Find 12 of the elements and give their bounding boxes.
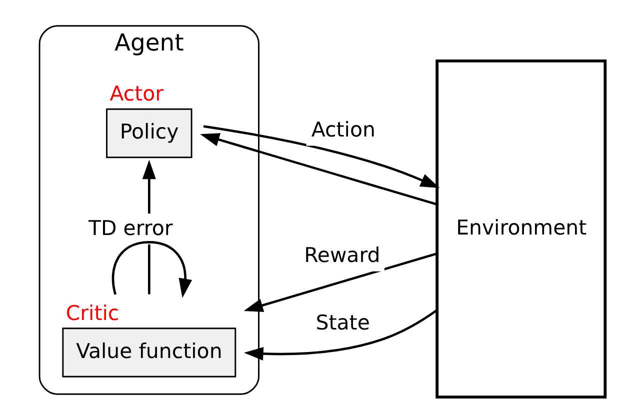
edge-label: Action (311, 117, 376, 142)
arrow (244, 309, 438, 361)
node-box: Environment (436, 59, 607, 399)
edge-label: State (316, 310, 370, 334)
node-label: Actor (110, 82, 164, 106)
edge-label: TD error (88, 216, 173, 240)
edge-label: Reward (304, 243, 380, 268)
arrow (203, 125, 440, 188)
arrow (200, 133, 438, 206)
node-label: Critic (66, 300, 120, 325)
arrow (244, 252, 438, 312)
arrow (112, 240, 192, 298)
